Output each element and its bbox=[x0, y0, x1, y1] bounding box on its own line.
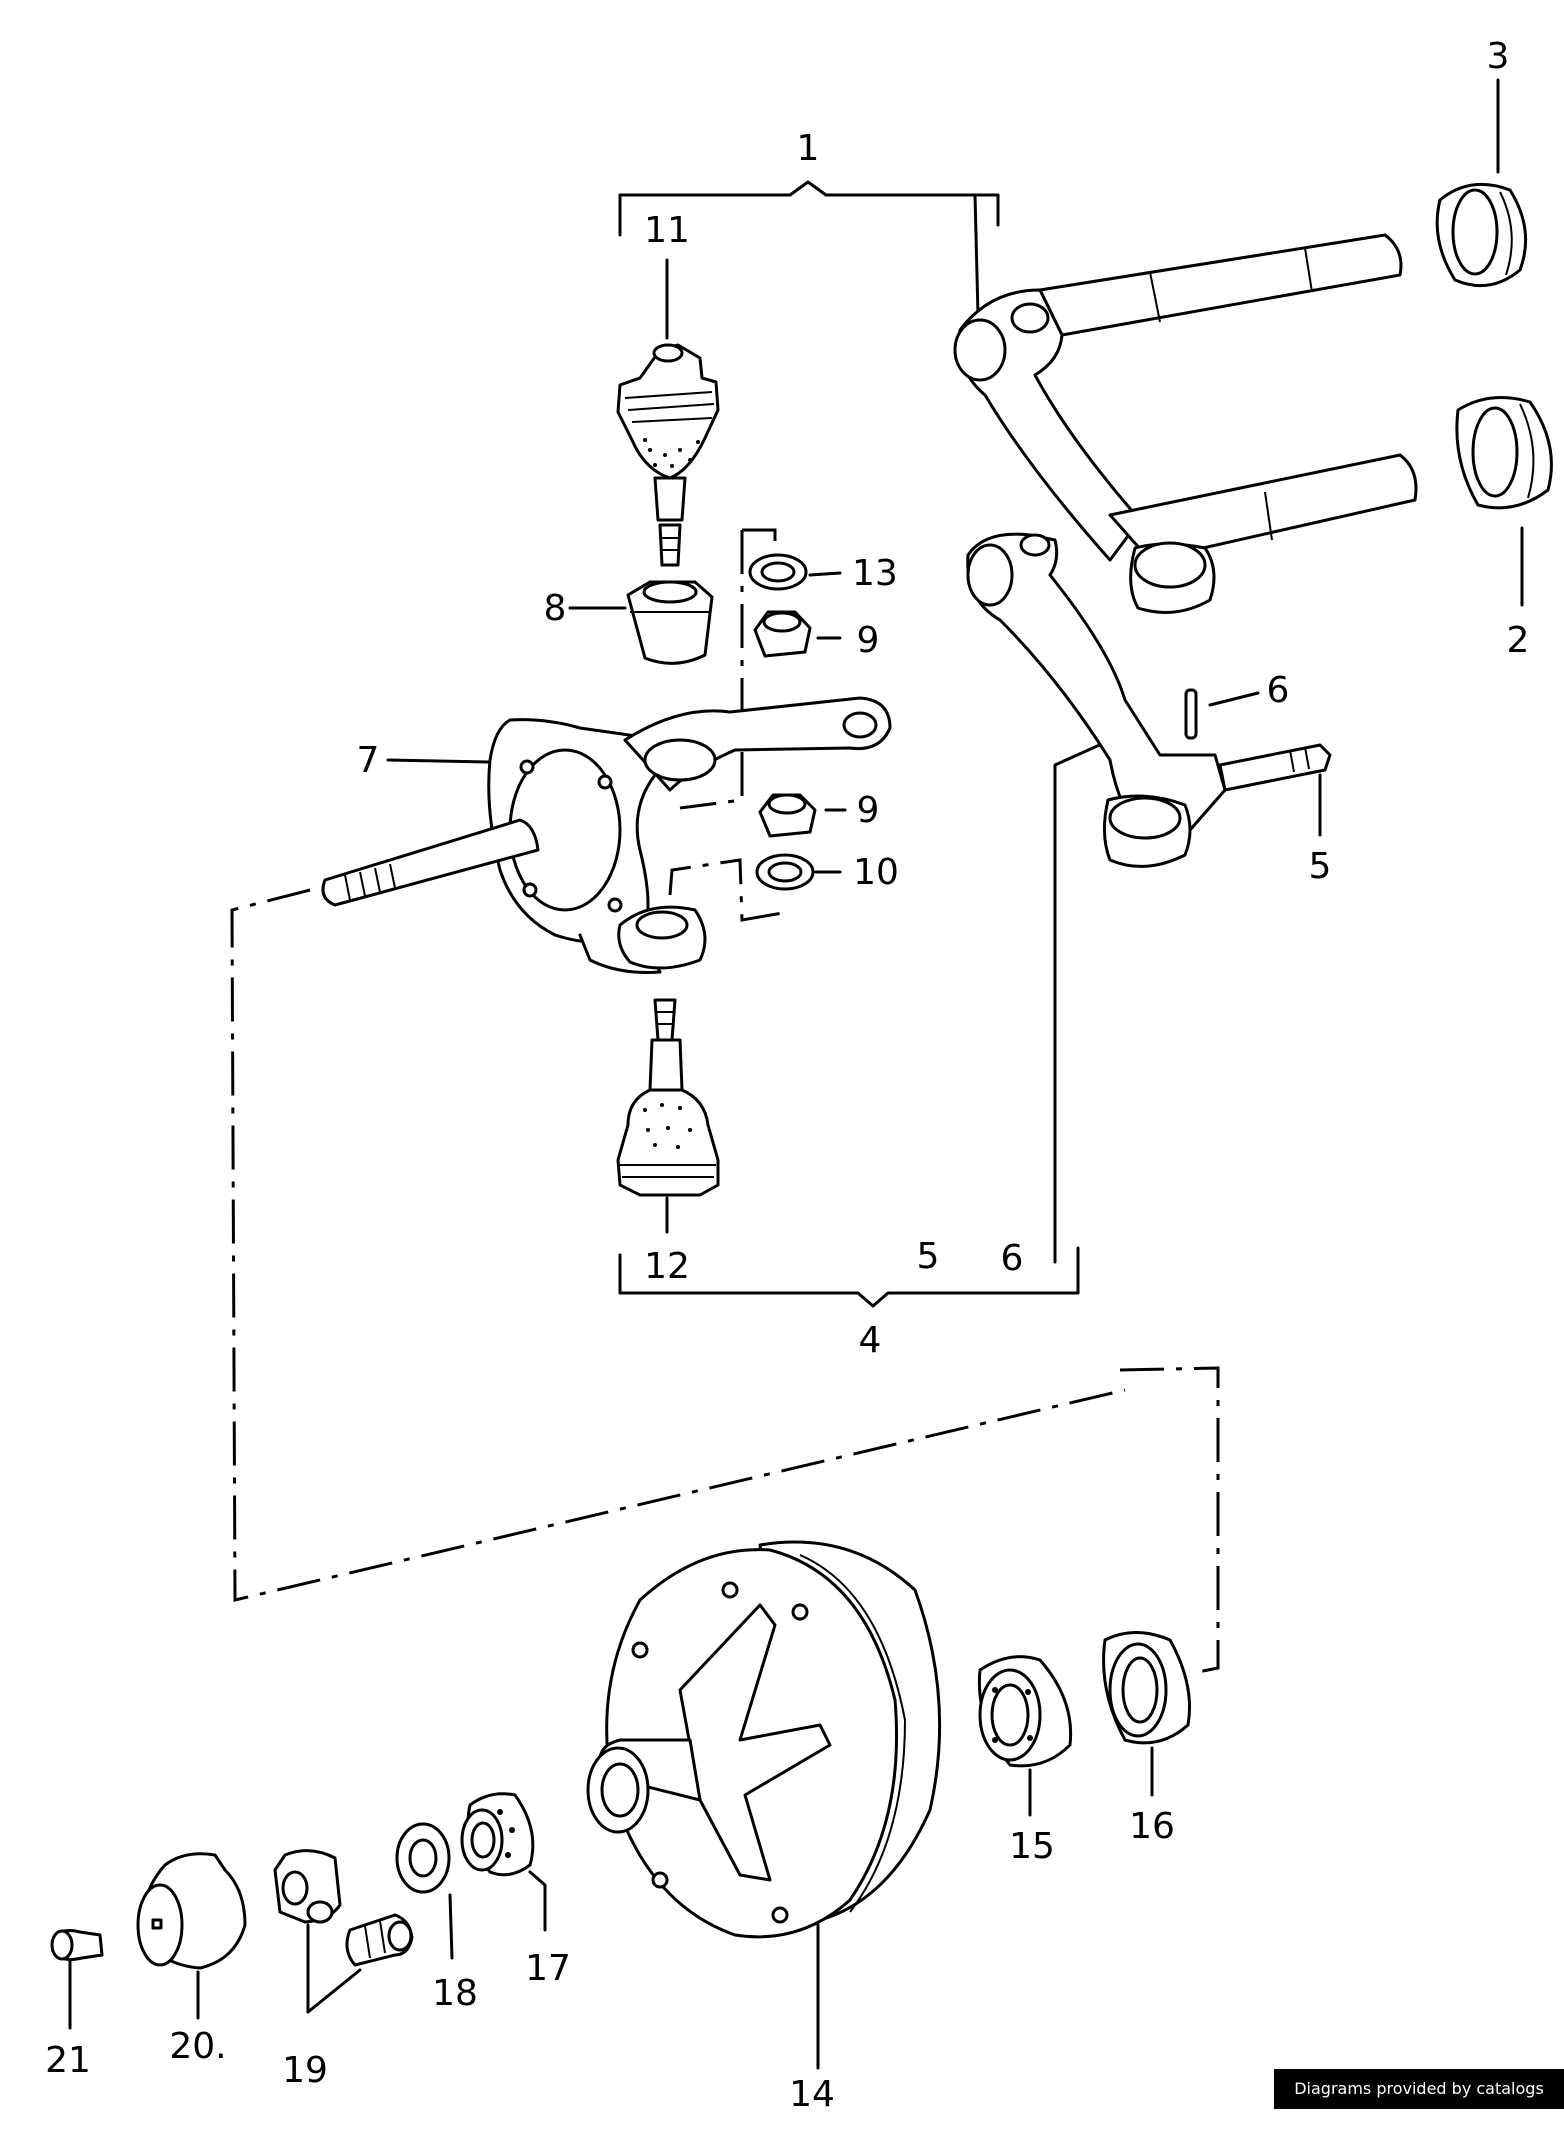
credit-banner: Diagrams provided by catalogs parts bbox=[1274, 2069, 1564, 2138]
pin-6 bbox=[1184, 688, 1198, 740]
callout-18: 18 bbox=[432, 1973, 478, 2014]
callout-10: 10 bbox=[853, 852, 899, 893]
callout-16: 16 bbox=[1129, 1806, 1175, 1847]
washer-10 bbox=[755, 853, 815, 891]
leader-6-long bbox=[1053, 736, 1117, 1264]
washer-13 bbox=[748, 553, 808, 591]
callout-1: 1 bbox=[797, 128, 820, 169]
assembly-line-arm-bottom bbox=[668, 858, 789, 922]
nut-8 bbox=[626, 580, 714, 665]
upper-control-arm bbox=[953, 233, 1418, 614]
stud-5 bbox=[1218, 743, 1332, 792]
seal-16 bbox=[1102, 1631, 1192, 1745]
washer-18 bbox=[395, 1822, 451, 1894]
callout-20: 20. bbox=[169, 2026, 226, 2067]
bracket-1 bbox=[618, 180, 1000, 237]
assembly-line-main bbox=[230, 888, 1126, 1602]
ball-joint-11 bbox=[616, 343, 720, 567]
callout-12: 12 bbox=[644, 1246, 690, 1287]
assembly-line-arm-top bbox=[679, 528, 777, 810]
callout-14: 14 bbox=[789, 2074, 835, 2109]
callout-5-lower-arm: 5 bbox=[1309, 846, 1332, 887]
callout-6-pin: 6 bbox=[1267, 670, 1290, 711]
callout-6-bracket: 6 bbox=[1001, 1238, 1024, 1279]
callout-4: 4 bbox=[859, 1320, 882, 1361]
brake-drum-14 bbox=[586, 1540, 942, 1939]
callout-2: 2 bbox=[1507, 620, 1530, 661]
bearing-15 bbox=[977, 1655, 1073, 1768]
group-assembly-lines bbox=[230, 528, 1220, 1674]
callout-13: 13 bbox=[852, 553, 898, 594]
lower-control-arm bbox=[966, 532, 1332, 868]
callout-11: 11 bbox=[644, 210, 690, 251]
bracket-4 bbox=[618, 1246, 1080, 1308]
callout-labels: 1 2 3 4 5 5 6 6 7 8 9 9 10 11 12 13 14 1… bbox=[45, 36, 1529, 2109]
callout-21: 21 bbox=[45, 2040, 91, 2081]
callout-8: 8 bbox=[544, 588, 567, 629]
assembly-line-right bbox=[1119, 1366, 1220, 1674]
ball-joint-12 bbox=[616, 998, 720, 1197]
nut-9-lower bbox=[758, 793, 817, 838]
callout-3: 3 bbox=[1487, 36, 1510, 77]
leader-1 bbox=[973, 193, 980, 317]
bearing-17 bbox=[460, 1792, 535, 1877]
callout-9-upper: 9 bbox=[857, 620, 880, 661]
callout-leaders bbox=[68, 78, 1524, 2070]
grease-cap-20 bbox=[136, 1852, 247, 1970]
nut-9-upper bbox=[753, 610, 812, 658]
callout-15: 15 bbox=[1009, 1826, 1055, 1867]
screw-21 bbox=[50, 1929, 104, 1961]
bushing-3 bbox=[1435, 182, 1528, 288]
callout-19: 19 bbox=[282, 2050, 328, 2091]
callout-9-lower: 9 bbox=[857, 790, 880, 831]
callout-5-bracket: 5 bbox=[917, 1236, 940, 1277]
callout-17: 17 bbox=[525, 1948, 571, 1989]
steering-knuckle-7 bbox=[321, 696, 892, 974]
group-brackets bbox=[618, 180, 1117, 1308]
clamp-nut-19 bbox=[273, 1849, 414, 1967]
bushing-2 bbox=[1455, 396, 1553, 510]
callout-7: 7 bbox=[357, 740, 380, 781]
